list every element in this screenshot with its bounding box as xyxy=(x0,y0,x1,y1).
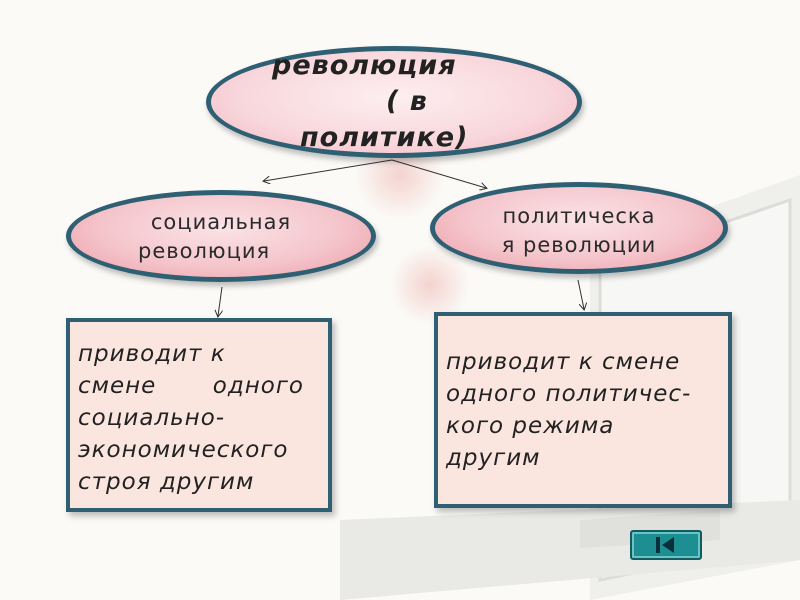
political-description: приводит к смене одного политичес- кого … xyxy=(446,346,722,474)
political-description-box xyxy=(434,312,732,508)
political-title-line1: политическа xyxy=(502,204,656,228)
root-title-line1: революция xyxy=(272,50,457,81)
social-revolution-title: социальная революция xyxy=(80,208,362,266)
root-title-line3: политике) xyxy=(300,122,469,153)
root-oval xyxy=(206,46,582,158)
social-description: приводит к смене одного социально- эконо… xyxy=(78,338,304,498)
social-revolution-oval xyxy=(66,190,376,282)
political-revolution-oval xyxy=(430,182,728,274)
political-revolution-title: политическа я революции xyxy=(444,202,714,260)
social-desc-line2a: смене xyxy=(78,373,157,399)
political-desc-line3: кого режима xyxy=(446,413,615,439)
social-desc-line2: смене одного xyxy=(78,370,304,402)
root-title-line2: ( в xyxy=(386,86,428,117)
political-title-line2: я революции xyxy=(501,233,657,257)
political-desc-line2: одного политичес- xyxy=(446,381,692,407)
social-desc-line4: экономического xyxy=(78,437,289,463)
back-to-start-button[interactable] xyxy=(630,530,702,560)
social-title-line1: социальная xyxy=(150,210,292,234)
political-desc-line1: приводит к смене xyxy=(446,349,681,375)
social-desc-line3: социально- xyxy=(78,405,226,431)
social-desc-line2b: одного xyxy=(212,373,304,399)
social-title-line2: революция xyxy=(138,239,271,263)
social-description-box xyxy=(66,318,332,512)
social-desc-line1: приводит к xyxy=(78,341,226,367)
social-desc-line5: строя другим xyxy=(78,469,255,495)
political-desc-line4: другим xyxy=(446,445,541,471)
back-to-start-icon xyxy=(656,537,674,553)
